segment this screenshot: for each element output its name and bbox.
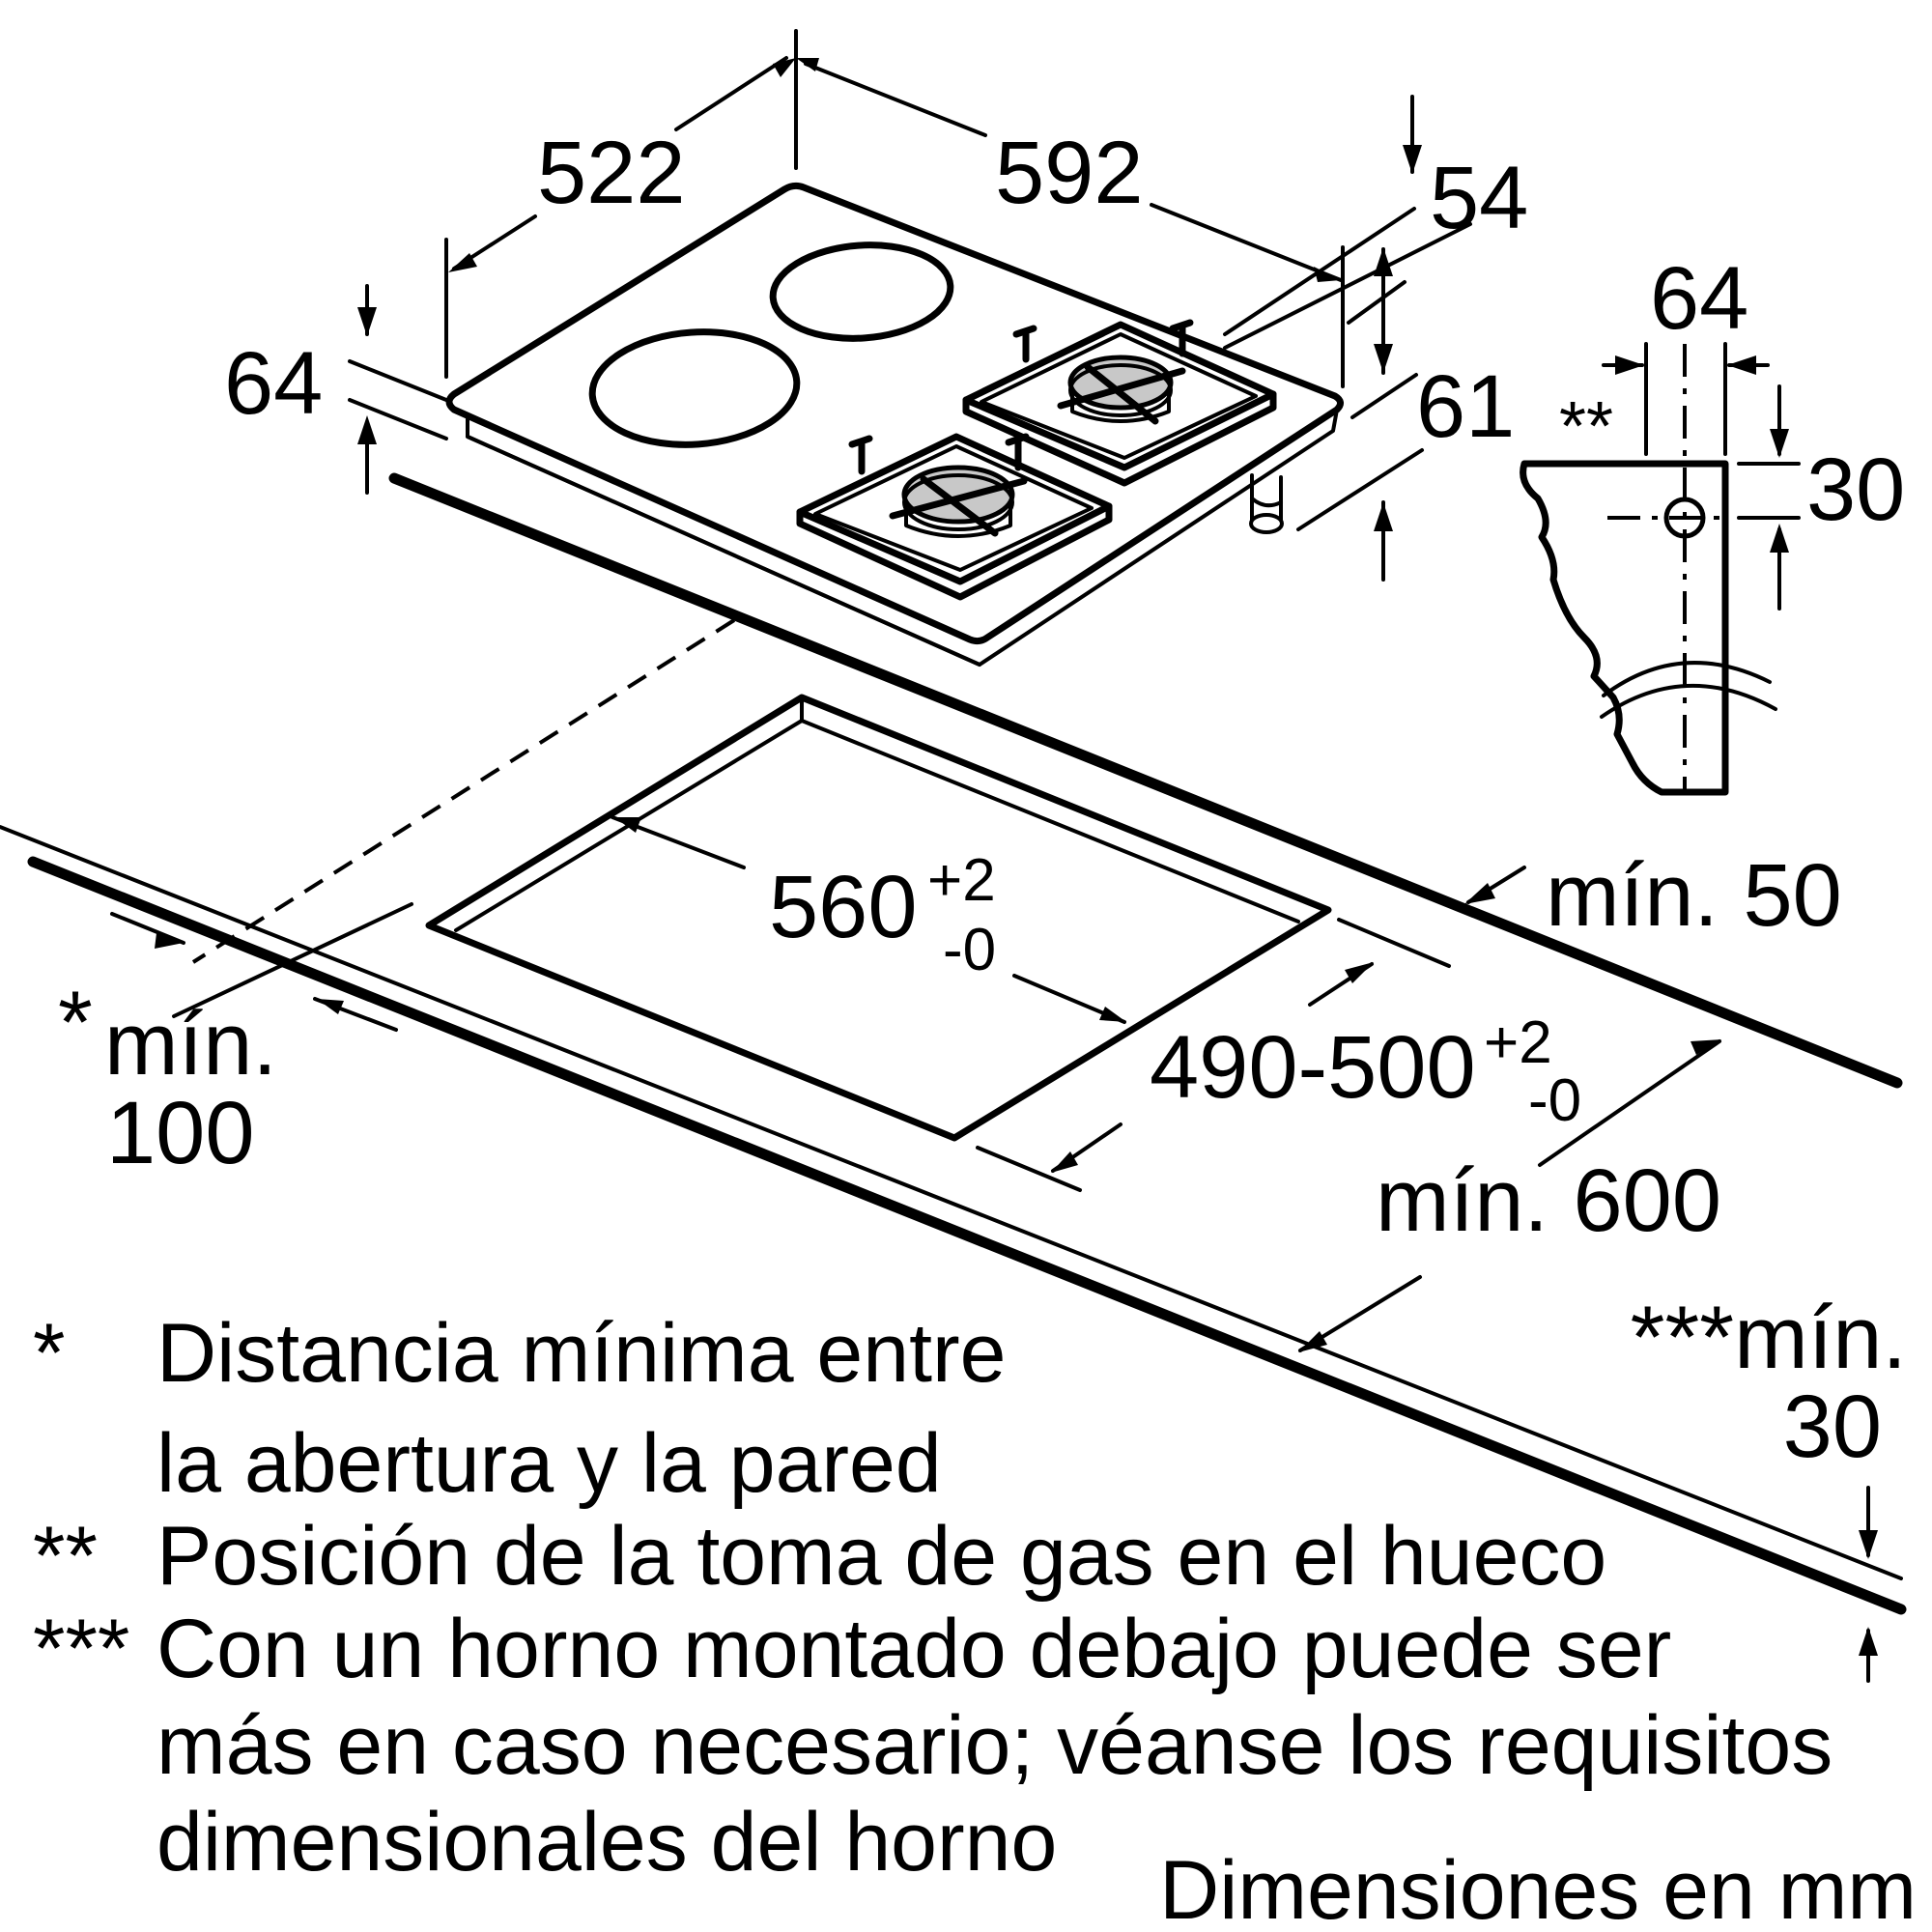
note-3-line-3: dimensionales del horno (156, 1796, 1057, 1889)
note-marker-1: * (33, 1307, 65, 1400)
dim-560: 560 (769, 858, 918, 956)
note-marker-2: ** (33, 1510, 98, 1603)
hob-plate (445, 182, 1344, 645)
dim-490-500-tol-minus: -0 (1528, 1067, 1581, 1134)
worktop-cutout (425, 694, 1332, 1142)
dimension-lines (110, 29, 1878, 1683)
gas-burner-rear (962, 319, 1277, 487)
hotplate-large (588, 328, 801, 448)
footnotes: * Distancia mínima entre la abertura y l… (33, 1307, 1917, 1932)
dim-64-left: 64 (224, 334, 323, 433)
gas-position-marker: ** (1559, 388, 1613, 466)
hotplate-small (769, 242, 954, 342)
worktop-drawing (0, 472, 1907, 1615)
note-3-line-2: más en caso necesario; véanse los requis… (156, 1699, 1833, 1792)
dim-30-gas: 30 (1806, 440, 1905, 539)
dim-min-30-label: ***mín. (1631, 1289, 1907, 1387)
hob-drawing (445, 182, 1344, 667)
gas-burner-front (796, 433, 1113, 601)
gas-connector (1249, 473, 1284, 534)
worktop-back-edge (388, 472, 1903, 1089)
dim-560-tol-minus: -0 (943, 917, 996, 983)
note-2-line-1: Posición de la toma de gas en el hueco (156, 1510, 1606, 1603)
note-3-line-1: Con un horno montado debajo puede ser (156, 1603, 1671, 1695)
note-marker-3: *** (33, 1603, 129, 1695)
units-caption: Dimensiones en mm (1159, 1844, 1917, 1932)
dim-54: 54 (1430, 149, 1528, 247)
dim-min-30-value: 30 (1783, 1378, 1882, 1476)
dim-490-500: 490-500 (1150, 1018, 1476, 1117)
dim-560-tol-plus: +2 (927, 847, 996, 914)
dim-490-500-tol-plus: +2 (1484, 1009, 1552, 1076)
dim-min-100-label: mín. (104, 995, 277, 1094)
dim-522: 522 (537, 124, 686, 222)
dim-592: 592 (995, 124, 1144, 222)
gas-inlet-detail (1520, 344, 1777, 796)
dim-min-100-star: * (58, 974, 93, 1072)
dim-61: 61 (1416, 357, 1515, 456)
note-1-line-1: Distancia mínima entre (156, 1307, 1006, 1400)
worktop-front-top (0, 825, 1903, 1580)
dim-64-gas: 64 (1650, 249, 1748, 348)
dim-min-600: mín. 600 (1376, 1151, 1721, 1250)
worktop-front-edge (27, 856, 1907, 1615)
note-1-line-2: la abertura y la pared (156, 1417, 942, 1510)
dim-min-50: mín. 50 (1546, 846, 1842, 945)
dim-min-100-value: 100 (106, 1084, 255, 1182)
